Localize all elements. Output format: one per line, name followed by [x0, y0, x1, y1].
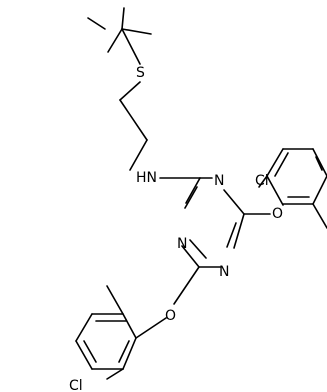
bond — [106, 368, 124, 380]
bond — [173, 266, 200, 305]
bond — [312, 148, 327, 177]
bond — [107, 28, 123, 53]
chlorine-left-label: Cl — [69, 378, 83, 392]
oxygen-left-label: O — [165, 308, 176, 324]
bond — [118, 340, 130, 363]
bond — [119, 99, 148, 141]
bond — [312, 175, 327, 205]
bond — [121, 7, 125, 30]
bond — [185, 177, 201, 204]
oxygen-right-label: O — [272, 206, 283, 222]
bond — [106, 285, 124, 315]
bond — [122, 313, 137, 339]
bond — [226, 222, 237, 248]
bond — [266, 148, 284, 177]
bond — [189, 239, 207, 259]
bond — [258, 175, 268, 188]
triazine-nitrogen-top: N — [214, 173, 224, 189]
bond — [233, 213, 245, 249]
chlorine-right-label: Cl — [255, 173, 269, 189]
sulfur-label: S — [136, 65, 145, 81]
bond — [121, 28, 141, 65]
bond — [184, 186, 198, 209]
bond — [83, 340, 97, 363]
bond — [129, 139, 148, 171]
bond — [122, 337, 137, 370]
bond — [87, 17, 106, 30]
bond — [121, 28, 152, 35]
bond — [75, 340, 93, 370]
triazine-nitrogen-right: N — [219, 264, 229, 280]
bond — [223, 189, 245, 215]
bond — [181, 245, 200, 268]
bond — [75, 313, 93, 342]
bond — [315, 156, 323, 171]
bond — [266, 175, 284, 206]
triazine-nitrogen-left: N — [177, 236, 187, 252]
bond — [312, 203, 327, 229]
bond — [274, 152, 289, 177]
amine-label: HN — [136, 170, 157, 186]
bond — [135, 317, 167, 339]
bond — [119, 81, 141, 101]
